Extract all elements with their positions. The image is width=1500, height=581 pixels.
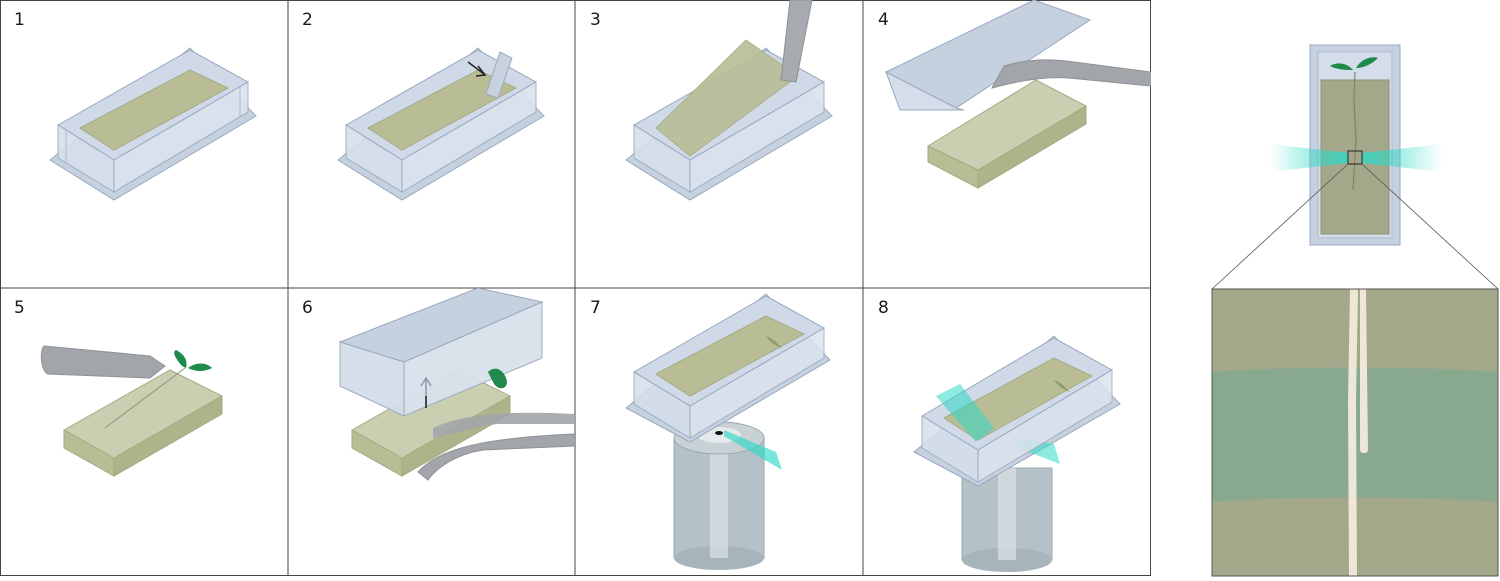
step-5-panel: 5: [0, 288, 287, 575]
step-number: 3: [590, 10, 601, 30]
chamber-lowering-illustration: [338, 288, 575, 481]
step-number: 7: [590, 298, 601, 318]
step-number: 6: [302, 298, 313, 318]
protocol-step-grid: 1 2 3: [0, 0, 1151, 576]
light-sheet-imaging-illustration: [913, 335, 1121, 572]
step-2-panel: 2: [288, 0, 575, 287]
step-number: 2: [302, 10, 313, 30]
seedling-placement-illustration: [40, 345, 224, 477]
gel-block-release-illustration: [884, 0, 1151, 189]
step-number: 1: [14, 10, 25, 30]
gel-removal-spatula-illustration: [625, 0, 833, 201]
light-sheet-overview-illustration: [1211, 44, 1499, 577]
chamber-insert-spacer-illustration: [337, 47, 545, 201]
step-number: 5: [14, 298, 25, 318]
mounting-on-objective-illustration: [625, 293, 831, 570]
overview-and-zoom: [1190, 0, 1500, 577]
step-4-panel: 4: [864, 0, 1151, 287]
chamber-with-gel-illustration: [49, 47, 257, 201]
step-8-panel: 8: [864, 288, 1151, 575]
step-6-panel: 6: [288, 288, 575, 575]
step-number: 8: [878, 298, 889, 318]
step-1-panel: 1: [0, 0, 287, 287]
step-3-panel: 3: [576, 0, 863, 287]
step-7-panel: 7: [576, 288, 863, 575]
step-number: 4: [878, 10, 889, 30]
grid-lines: [0, 0, 1151, 576]
